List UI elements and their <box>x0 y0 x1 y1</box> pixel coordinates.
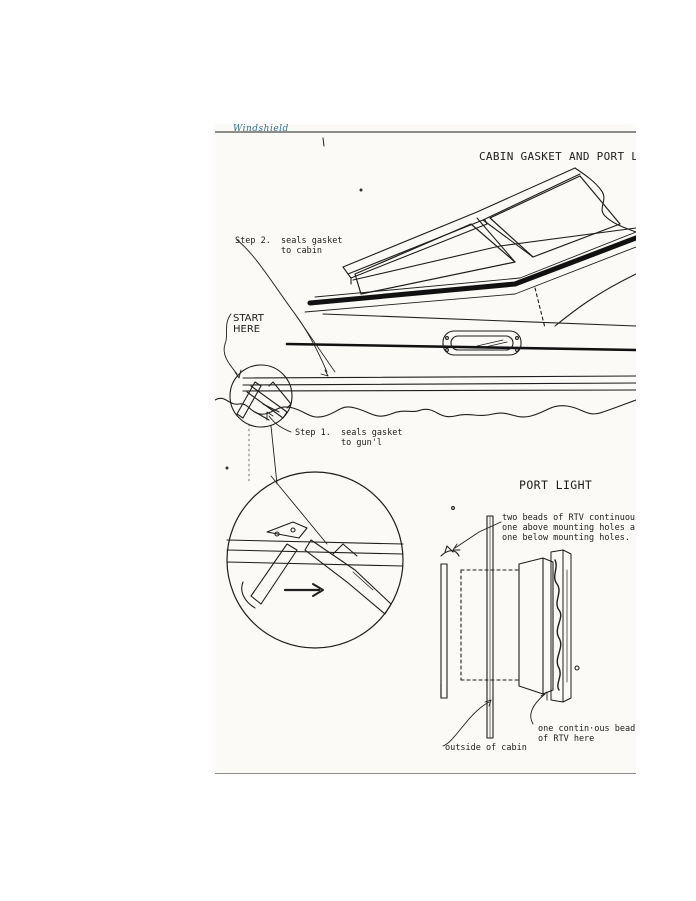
callout-connector <box>270 425 278 485</box>
small-gasket-detail <box>236 381 292 421</box>
cabin-gasket-band <box>307 235 636 306</box>
step2-leader <box>236 239 328 373</box>
windshield-frame <box>342 167 636 295</box>
port-light-heading: PORT LIGHT <box>519 478 593 492</box>
cabin-gasket-drawing <box>215 131 636 774</box>
rtv-bead-leader <box>454 521 502 549</box>
outside-cabin-leader <box>442 701 490 747</box>
detail-circle-small <box>229 364 293 428</box>
step2-label: Step 2. seals gasket to cabin <box>235 236 343 256</box>
rub-rail <box>285 342 636 352</box>
gunwale-lines <box>242 375 636 379</box>
step1-leader <box>268 415 292 433</box>
diagram-sheet: Windshield CABIN GASKET AND PORT L Step … <box>215 124 636 774</box>
port-light-section <box>440 515 580 739</box>
cabin-side-top <box>322 313 636 327</box>
large-gasket-detail <box>226 475 404 615</box>
outside-cabin-note: outside of cabin <box>445 743 527 753</box>
step1-label: Step 1. seals gasket to gun'l <box>295 428 403 448</box>
hand-mark <box>322 137 325 147</box>
rtv-bead-note: two beads of RTV continuous one above mo… <box>502 513 636 543</box>
torn-top-edge <box>574 167 636 233</box>
inner-bead-note: one contin·ous bead of RTV here <box>538 724 636 744</box>
hull-port-light <box>442 330 522 356</box>
start-here-label: START HERE <box>233 313 264 335</box>
start-here-leader <box>223 313 238 375</box>
handwritten-note: Windshield <box>233 124 289 134</box>
inner-bead-leader <box>530 693 546 725</box>
diagram-title: CABIN GASKET AND PORT L <box>479 150 636 163</box>
detail-circle-large <box>226 471 404 649</box>
